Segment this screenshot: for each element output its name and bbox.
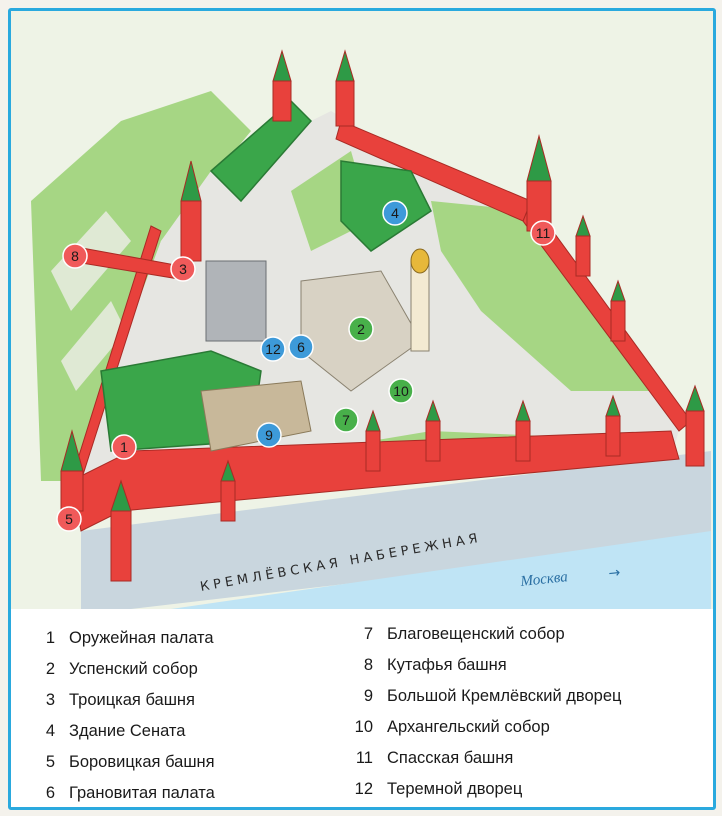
marker-number: 1 [120, 439, 128, 455]
bell-tower [410, 260, 430, 352]
legend-number: 6 [45, 784, 55, 802]
legend-label: Грановитая палата [69, 784, 215, 802]
legend-label: Благовещенский собор [387, 625, 565, 643]
legend-label: Теремной дворец [387, 780, 523, 798]
marker[interactable]: 12 [260, 336, 286, 362]
marker-circle [62, 243, 88, 269]
kremlin-map: Москва → КРЕМЛЁВСКАЯ НАБЕРЕЖНАЯ [11, 11, 713, 609]
legend-item: 11 Спасская башня [339, 745, 513, 771]
legend-item: 8 Кутафья башня [339, 652, 507, 678]
legend-item: 4 Здание Сената [21, 718, 186, 744]
marker[interactable]: 11 [530, 220, 556, 246]
legend: 1 Оружейная палата 2 Успенский собор 3 Трои… [11, 609, 713, 807]
marker-circle [333, 407, 359, 433]
legend-number: 2 [45, 660, 55, 678]
marker[interactable]: 9 [256, 422, 282, 448]
marker[interactable]: 1 [111, 434, 137, 460]
marker-number: 3 [179, 261, 187, 277]
marker[interactable]: 8 [62, 243, 88, 269]
legend-number: 3 [45, 691, 55, 709]
legend-label: Спасская башня [387, 749, 514, 767]
marker-circle [382, 200, 408, 226]
map-frame: Москва → КРЕМЛЁВСКАЯ НАБЕРЕЖНАЯ [8, 8, 716, 810]
marker[interactable]: 10 [388, 378, 414, 404]
moskva-river [171, 531, 711, 609]
legend-number: 11 [355, 749, 373, 767]
legend-item: 12 Теремной дворец [339, 776, 523, 802]
marker-circle [256, 422, 282, 448]
legend-item: 3 Троицкая башня [21, 687, 195, 713]
legend-label: Кутафья башня [387, 656, 507, 674]
marker-number: 11 [536, 225, 551, 241]
lawn-east [431, 201, 651, 391]
marker-number: 8 [71, 248, 79, 264]
legend-item: 1 Оружейная палата [21, 625, 214, 651]
legend-number: 4 [45, 722, 55, 740]
legend-item: 9 Большой Кремлёвский дворец [339, 683, 622, 709]
marker[interactable]: 2 [348, 316, 374, 342]
marker-circle [170, 256, 196, 282]
marker[interactable]: 4 [382, 200, 408, 226]
legend-number: 9 [363, 687, 373, 705]
legend-label: Троицкая башня [69, 691, 195, 709]
marker-circle [530, 220, 556, 246]
arsenal-building [209, 99, 313, 203]
marker-number: 7 [342, 412, 350, 428]
marker-circle [111, 434, 137, 460]
legend-item: 6 Грановитая палата [21, 780, 215, 806]
marker-number: 5 [65, 511, 73, 527]
legend-item: 7 Благовещенский собор [339, 621, 565, 647]
legend-item: 2 Успенский собор [21, 656, 198, 682]
marker-circle [348, 316, 374, 342]
legend-label: Успенский собор [69, 660, 198, 678]
marker-number: 6 [297, 339, 305, 355]
marker-number: 9 [265, 427, 273, 443]
legend-item: 5 Боровицкая башня [21, 749, 215, 775]
river-flow-arrow: → [608, 565, 622, 582]
marker-circle [260, 336, 286, 362]
embankment-road [81, 451, 711, 609]
marker[interactable]: 7 [333, 407, 359, 433]
marker-number: 12 [265, 341, 281, 357]
legend-number: 1 [45, 629, 55, 647]
garden-paths [61, 301, 126, 391]
legend-number: 7 [363, 625, 373, 643]
marker-circle [388, 378, 414, 404]
marker-circle [288, 334, 314, 360]
legend-number: 8 [363, 656, 373, 674]
legend-label: Здание Сената [69, 722, 186, 740]
marker-number: 4 [391, 205, 399, 221]
river-label: Москва [519, 569, 569, 590]
tower-spires [60, 49, 705, 582]
legend-label: Боровицкая башня [69, 753, 215, 771]
grand-palace-building [200, 380, 312, 452]
legend-label: Большой Кремлёвский дворец [387, 687, 622, 705]
marker[interactable]: 5 [56, 506, 82, 532]
legend-item: 10 Архангельский собор [339, 714, 550, 740]
kremlin-wall-northeast [335, 120, 532, 222]
marker-number: 10 [393, 383, 409, 399]
legend-number: 12 [354, 780, 373, 798]
marker-circle [56, 506, 82, 532]
legend-label: Оружейная палата [69, 629, 214, 647]
marker-number: 2 [357, 321, 365, 337]
bell-tower-dome [410, 248, 430, 274]
legend-number: 5 [45, 753, 55, 771]
marker[interactable]: 3 [170, 256, 196, 282]
marker[interactable]: 6 [288, 334, 314, 360]
legend-number: 10 [354, 718, 373, 736]
legend-label: Архангельский собор [387, 718, 550, 736]
state-palace-building [205, 260, 267, 342]
